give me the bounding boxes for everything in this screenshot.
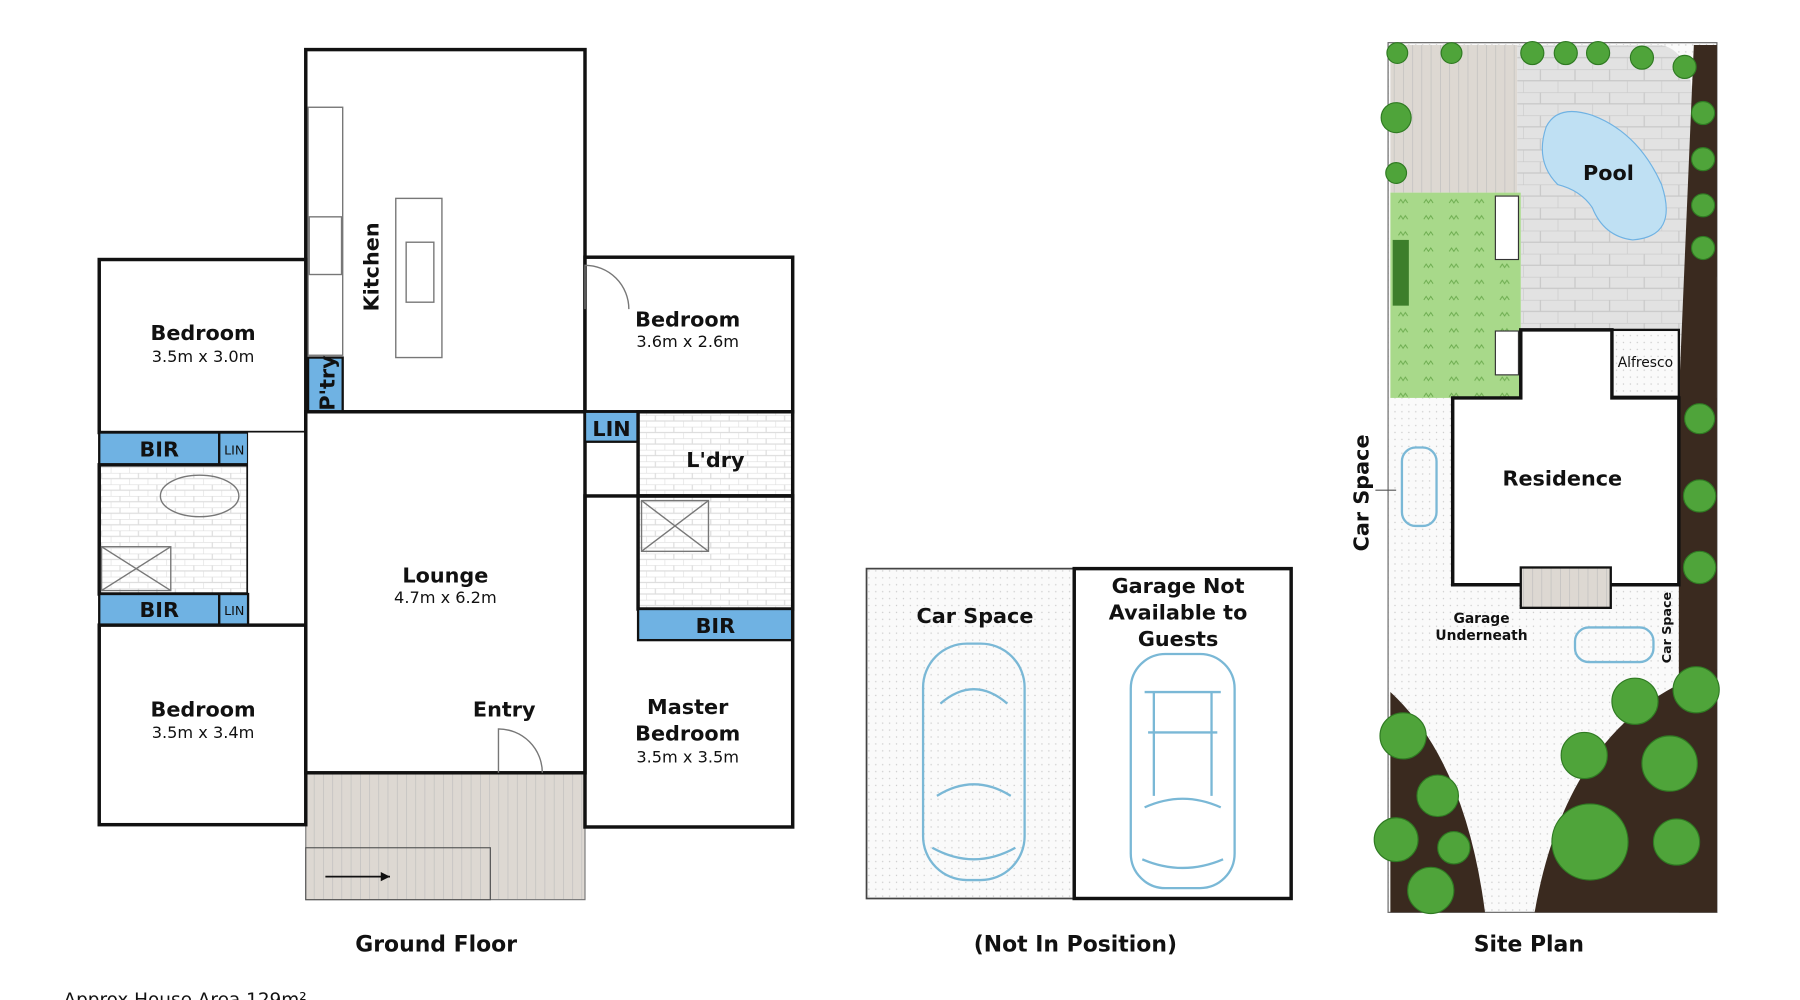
room-master-bedroom xyxy=(583,494,795,829)
garage-plan: Car Space Garage Not Available to Guests… xyxy=(865,566,1293,958)
car-space-label: Car Space xyxy=(917,604,1034,628)
car-space-area xyxy=(865,567,1076,900)
bedroom-3-label: Bedroom xyxy=(151,697,256,721)
master-size: 3.5m x 3.5m xyxy=(636,747,739,766)
pantry-label: P'try xyxy=(316,355,340,411)
site-car-2 xyxy=(1573,626,1655,664)
house-area: Approx House Area 129m² xyxy=(63,990,306,1000)
bedroom-2-size: 3.6m x 2.6m xyxy=(636,332,739,351)
entry-stairs xyxy=(1519,566,1612,609)
lounge-label: Lounge xyxy=(402,563,488,587)
suv-icon xyxy=(1129,652,1236,890)
kitchen-island xyxy=(395,197,443,359)
pool-label: Pool xyxy=(1583,161,1634,185)
room-bedroom-3 xyxy=(97,623,308,827)
room-lounge xyxy=(304,410,587,775)
lin-2-label: LIN xyxy=(224,603,244,618)
master-label-2: Bedroom xyxy=(635,721,740,745)
lounge-size: 4.7m x 6.2m xyxy=(394,588,497,607)
garage-label-3: Guests xyxy=(1138,627,1219,651)
stairs-2 xyxy=(1494,330,1520,376)
pool xyxy=(1541,110,1667,241)
alfresco xyxy=(1610,328,1680,398)
ensuite xyxy=(636,494,795,611)
garage-underneath-2: Underneath xyxy=(1435,628,1527,644)
room-kitchen xyxy=(304,47,587,414)
bedroom-1-label: Bedroom xyxy=(151,321,256,345)
bir-3-label: BIR xyxy=(696,614,736,638)
shower xyxy=(100,546,172,592)
lin-3-label: LIN xyxy=(592,417,630,441)
pantry xyxy=(306,356,344,413)
car-icon xyxy=(921,642,1026,882)
bathtub xyxy=(159,474,240,518)
garage-label-2: Available to xyxy=(1109,600,1248,624)
bir-1-label: BIR xyxy=(139,438,179,462)
residence-label: Residence xyxy=(1502,467,1622,491)
lin-1-label: LIN xyxy=(224,442,244,457)
bir-2-label: BIR xyxy=(139,598,179,622)
trees xyxy=(1373,40,1720,915)
cooktop xyxy=(308,216,343,276)
car-space-side-label: Car Space xyxy=(1349,434,1373,551)
sink xyxy=(405,241,435,303)
entry-door xyxy=(497,728,543,773)
bedroom-1-size: 3.5m x 3.0m xyxy=(152,347,255,366)
kitchen-bench xyxy=(307,106,344,356)
alfresco-label: Alfresco xyxy=(1618,355,1673,371)
stairs-1 xyxy=(1494,195,1520,261)
deck-stairs xyxy=(305,847,491,901)
bir-1 xyxy=(98,431,221,466)
room-bedroom-1 xyxy=(97,257,308,435)
bathroom xyxy=(97,463,250,596)
ensuite-shower xyxy=(640,499,710,553)
site-car-1 xyxy=(1400,446,1438,528)
garage-underneath-1: Garage xyxy=(1453,611,1509,627)
kitchen-label: Kitchen xyxy=(359,222,383,311)
laundry-label: L'dry xyxy=(686,448,745,472)
master-label-1: Master xyxy=(647,695,729,719)
site-plan-caption: Site Plan xyxy=(1474,933,1584,958)
ground-floor-plan: P'try Kitchen Bedroom 3.5m x 3.0m BIR LI… xyxy=(63,47,795,1000)
bedroom-3-size: 3.5m x 3.4m xyxy=(152,723,255,742)
ground-floor-caption: Ground Floor xyxy=(355,933,517,958)
site-plan: Pool Alfresco Residence Car Space Car Sp… xyxy=(1349,40,1720,958)
lin-3 xyxy=(583,410,640,443)
bir-3 xyxy=(636,607,794,642)
garage-label-1: Garage Not xyxy=(1112,574,1245,598)
garage-caption: (Not In Position) xyxy=(974,933,1177,958)
bedroom-2-label: Bedroom xyxy=(635,307,740,331)
car-space-small-label: Car Space xyxy=(1659,592,1674,663)
hall-1 xyxy=(248,432,306,626)
entry-label: Entry xyxy=(473,697,536,721)
